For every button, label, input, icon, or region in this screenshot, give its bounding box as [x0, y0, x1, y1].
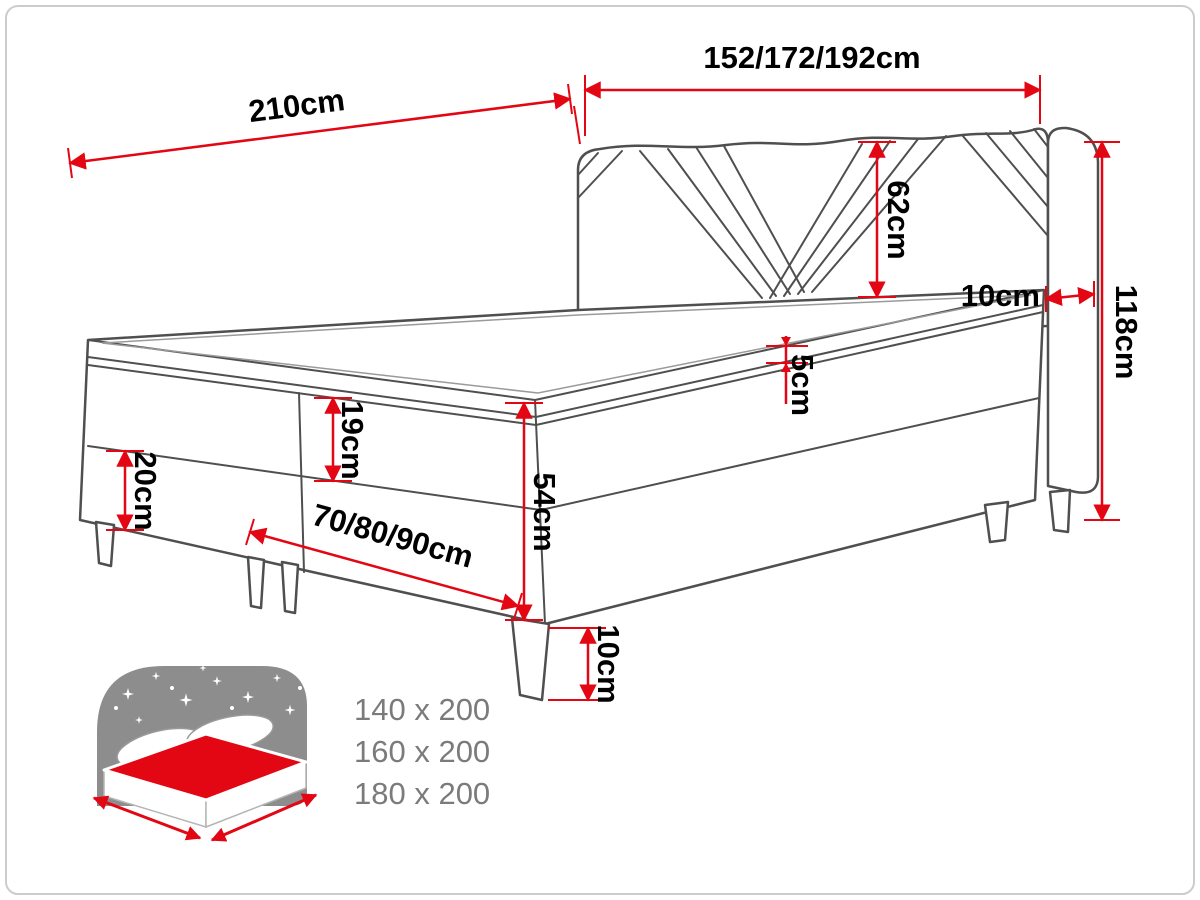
topper-piping	[101, 294, 1032, 394]
dimension-side-height: 54cm	[505, 401, 562, 622]
headboard-width-label: 152/172/192cm	[703, 40, 920, 75]
dimension-topper-height: 5cm	[766, 336, 820, 416]
leg-front-left	[94, 520, 116, 568]
headboard-total-height-label: 118cm	[1109, 285, 1144, 380]
dimension-headboard-width: 152/172/192cm	[583, 40, 1042, 136]
size-option-1: 140 x 200	[354, 692, 490, 727]
icon-length-arrow	[210, 793, 318, 842]
dimension-base-height: 20cm	[106, 449, 163, 532]
dimension-headboard-depth: 10cm	[961, 278, 1096, 313]
topper-height-label: 5cm	[785, 354, 820, 416]
bed-length-label: 210cm	[247, 82, 347, 129]
bed-size-icon	[92, 664, 318, 842]
size-option-2: 160 x 200	[354, 734, 490, 769]
size-list: 140 x 200 160 x 200 180 x 200	[354, 692, 490, 811]
headboard-front-panel	[576, 127, 1050, 338]
headboard-side-panel	[1046, 126, 1100, 494]
leg-rear-right	[983, 500, 1010, 544]
leg-height-label: 10cm	[591, 624, 626, 703]
base-top-seam	[87, 397, 1040, 512]
headboard-depth-label: 10cm	[961, 278, 1040, 313]
base-height-label: 20cm	[128, 451, 163, 530]
leg-middle-a	[246, 555, 266, 610]
topper-seam-lower	[87, 311, 1044, 427]
dimension-headboard-front-height: 62cm	[858, 140, 916, 299]
topper-arrow-down	[781, 337, 791, 346]
headboard-front-height-label: 62cm	[881, 180, 916, 259]
dimension-headboard-total-height: 118cm	[1084, 140, 1144, 522]
bed-silhouette	[78, 288, 1046, 626]
leg-front-right	[510, 616, 551, 702]
leg-headboard-right	[1048, 488, 1072, 534]
bed-legs	[94, 488, 1072, 702]
size-option-3: 180 x 200	[354, 776, 490, 811]
topper-seam-upper	[87, 304, 1044, 419]
frame-border	[5, 5, 1195, 895]
bed-body	[78, 288, 1046, 626]
dimension-mattress-height: 19cm	[314, 396, 370, 483]
mattress-height-label: 19cm	[335, 400, 370, 479]
stars-icon	[114, 664, 302, 724]
icon-width-arrow	[92, 795, 202, 841]
dimension-leg-height: 10cm	[548, 624, 626, 704]
dimension-bed-length: 210cm	[67, 82, 581, 179]
icon-mattress-top	[102, 732, 308, 802]
side-height-label: 54cm	[527, 472, 562, 551]
front-corner-edge	[534, 399, 546, 625]
topper-arrow-up	[781, 363, 791, 372]
leg-middle-b	[280, 560, 300, 615]
